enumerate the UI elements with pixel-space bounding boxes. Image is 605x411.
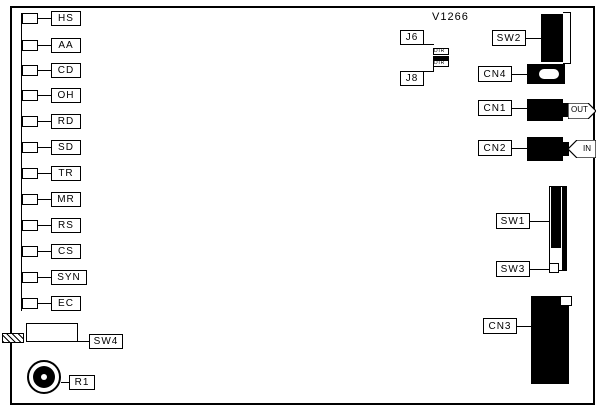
cn4-socket <box>538 68 560 80</box>
led-label-tr: TR <box>51 166 81 181</box>
cn3-leader <box>517 326 531 327</box>
j6-leader <box>424 44 434 45</box>
led-pad-sd <box>22 142 38 153</box>
j6-label: J6 <box>400 30 424 45</box>
led-label-aa: AA <box>51 38 81 53</box>
led-pad-rd <box>22 116 38 127</box>
led-pad-oh <box>22 90 38 101</box>
j8-leader-v <box>433 67 434 72</box>
r1-label: R1 <box>69 375 95 390</box>
sw4-body <box>26 323 78 342</box>
out-label: OUT <box>571 105 588 114</box>
cn3-label: CN3 <box>483 318 517 334</box>
led-lead-rd <box>38 121 52 122</box>
led-label-cs: CS <box>51 244 81 259</box>
r1-leader <box>61 382 70 383</box>
cn3-notch <box>560 296 572 306</box>
led-label-mr: MR <box>51 192 81 207</box>
led-pad-aa <box>22 40 38 51</box>
out-arrow-icon <box>567 102 597 120</box>
led-lead-ec <box>38 303 52 304</box>
chip-strip-fill <box>551 186 561 248</box>
sw3-pad <box>549 263 559 273</box>
cn1-tab <box>563 103 569 117</box>
in-label: IN <box>583 144 591 153</box>
cn1-leader <box>512 108 528 109</box>
out-arrow <box>567 102 597 120</box>
led-pad-rs <box>22 220 38 231</box>
in-arrow <box>567 139 597 159</box>
led-pad-mr <box>22 194 38 205</box>
sw1-label: SW1 <box>496 213 530 229</box>
edge-connector-hatch <box>2 333 24 343</box>
cn2-tab <box>563 142 569 156</box>
led-lead-sd <box>38 147 52 148</box>
in-arrow-icon <box>567 139 597 159</box>
sw4-leader <box>78 341 90 342</box>
sw1-leader <box>530 221 550 222</box>
top-right-connector <box>541 14 563 62</box>
led-pad-cd <box>22 65 38 76</box>
sw2-label: SW2 <box>492 30 526 46</box>
j8-pin-block <box>433 60 449 67</box>
sw3-leader <box>530 269 550 270</box>
led-pad-syn <box>22 272 38 283</box>
led-bus-line <box>21 13 22 311</box>
led-label-syn: SYN <box>51 270 87 285</box>
cn4-label: CN4 <box>478 66 512 82</box>
j8-leader <box>424 71 434 72</box>
sw4-label: SW4 <box>89 334 123 349</box>
led-lead-cd <box>38 70 52 71</box>
sw3-label: SW3 <box>496 261 530 277</box>
sw2-leader <box>526 38 541 39</box>
led-label-rd: RD <box>51 114 81 129</box>
led-label-rs: RS <box>51 218 81 233</box>
led-lead-tr <box>38 173 52 174</box>
led-label-hs: HS <box>51 11 81 26</box>
j6-pin-filled <box>433 56 449 60</box>
led-lead-oh <box>38 95 52 96</box>
cn4-leader <box>512 74 528 75</box>
led-pad-cs <box>22 246 38 257</box>
chip-strip-cap <box>563 186 567 271</box>
j6-pin-label-dtr: DTR <box>434 48 445 54</box>
led-lead-rs <box>38 225 52 226</box>
led-lead-syn <box>38 277 52 278</box>
led-label-cd: CD <box>51 63 81 78</box>
cn2-body <box>527 137 563 161</box>
board-title: V1266 <box>432 11 469 23</box>
led-lead-aa <box>38 45 52 46</box>
led-label-ec: EC <box>51 296 81 311</box>
j6-pin-block <box>433 48 449 55</box>
top-right-connector-bracket <box>563 12 571 64</box>
led-label-sd: SD <box>51 140 81 155</box>
r1-pot-core <box>41 374 47 380</box>
cn1-label: CN1 <box>478 100 512 116</box>
j8-label: J8 <box>400 71 424 86</box>
cn3-body <box>531 296 569 384</box>
led-pad-tr <box>22 168 38 179</box>
led-pad-hs <box>22 13 38 24</box>
led-label-oh: OH <box>51 88 81 103</box>
cn1-body <box>527 99 563 121</box>
cn2-label: CN2 <box>478 140 512 156</box>
led-lead-hs <box>38 18 52 19</box>
led-lead-cs <box>38 251 52 252</box>
j8-pin-label-dtr: DTR <box>434 60 445 66</box>
cn2-leader <box>512 148 528 149</box>
led-lead-mr <box>38 199 52 200</box>
led-pad-ec <box>22 298 38 309</box>
